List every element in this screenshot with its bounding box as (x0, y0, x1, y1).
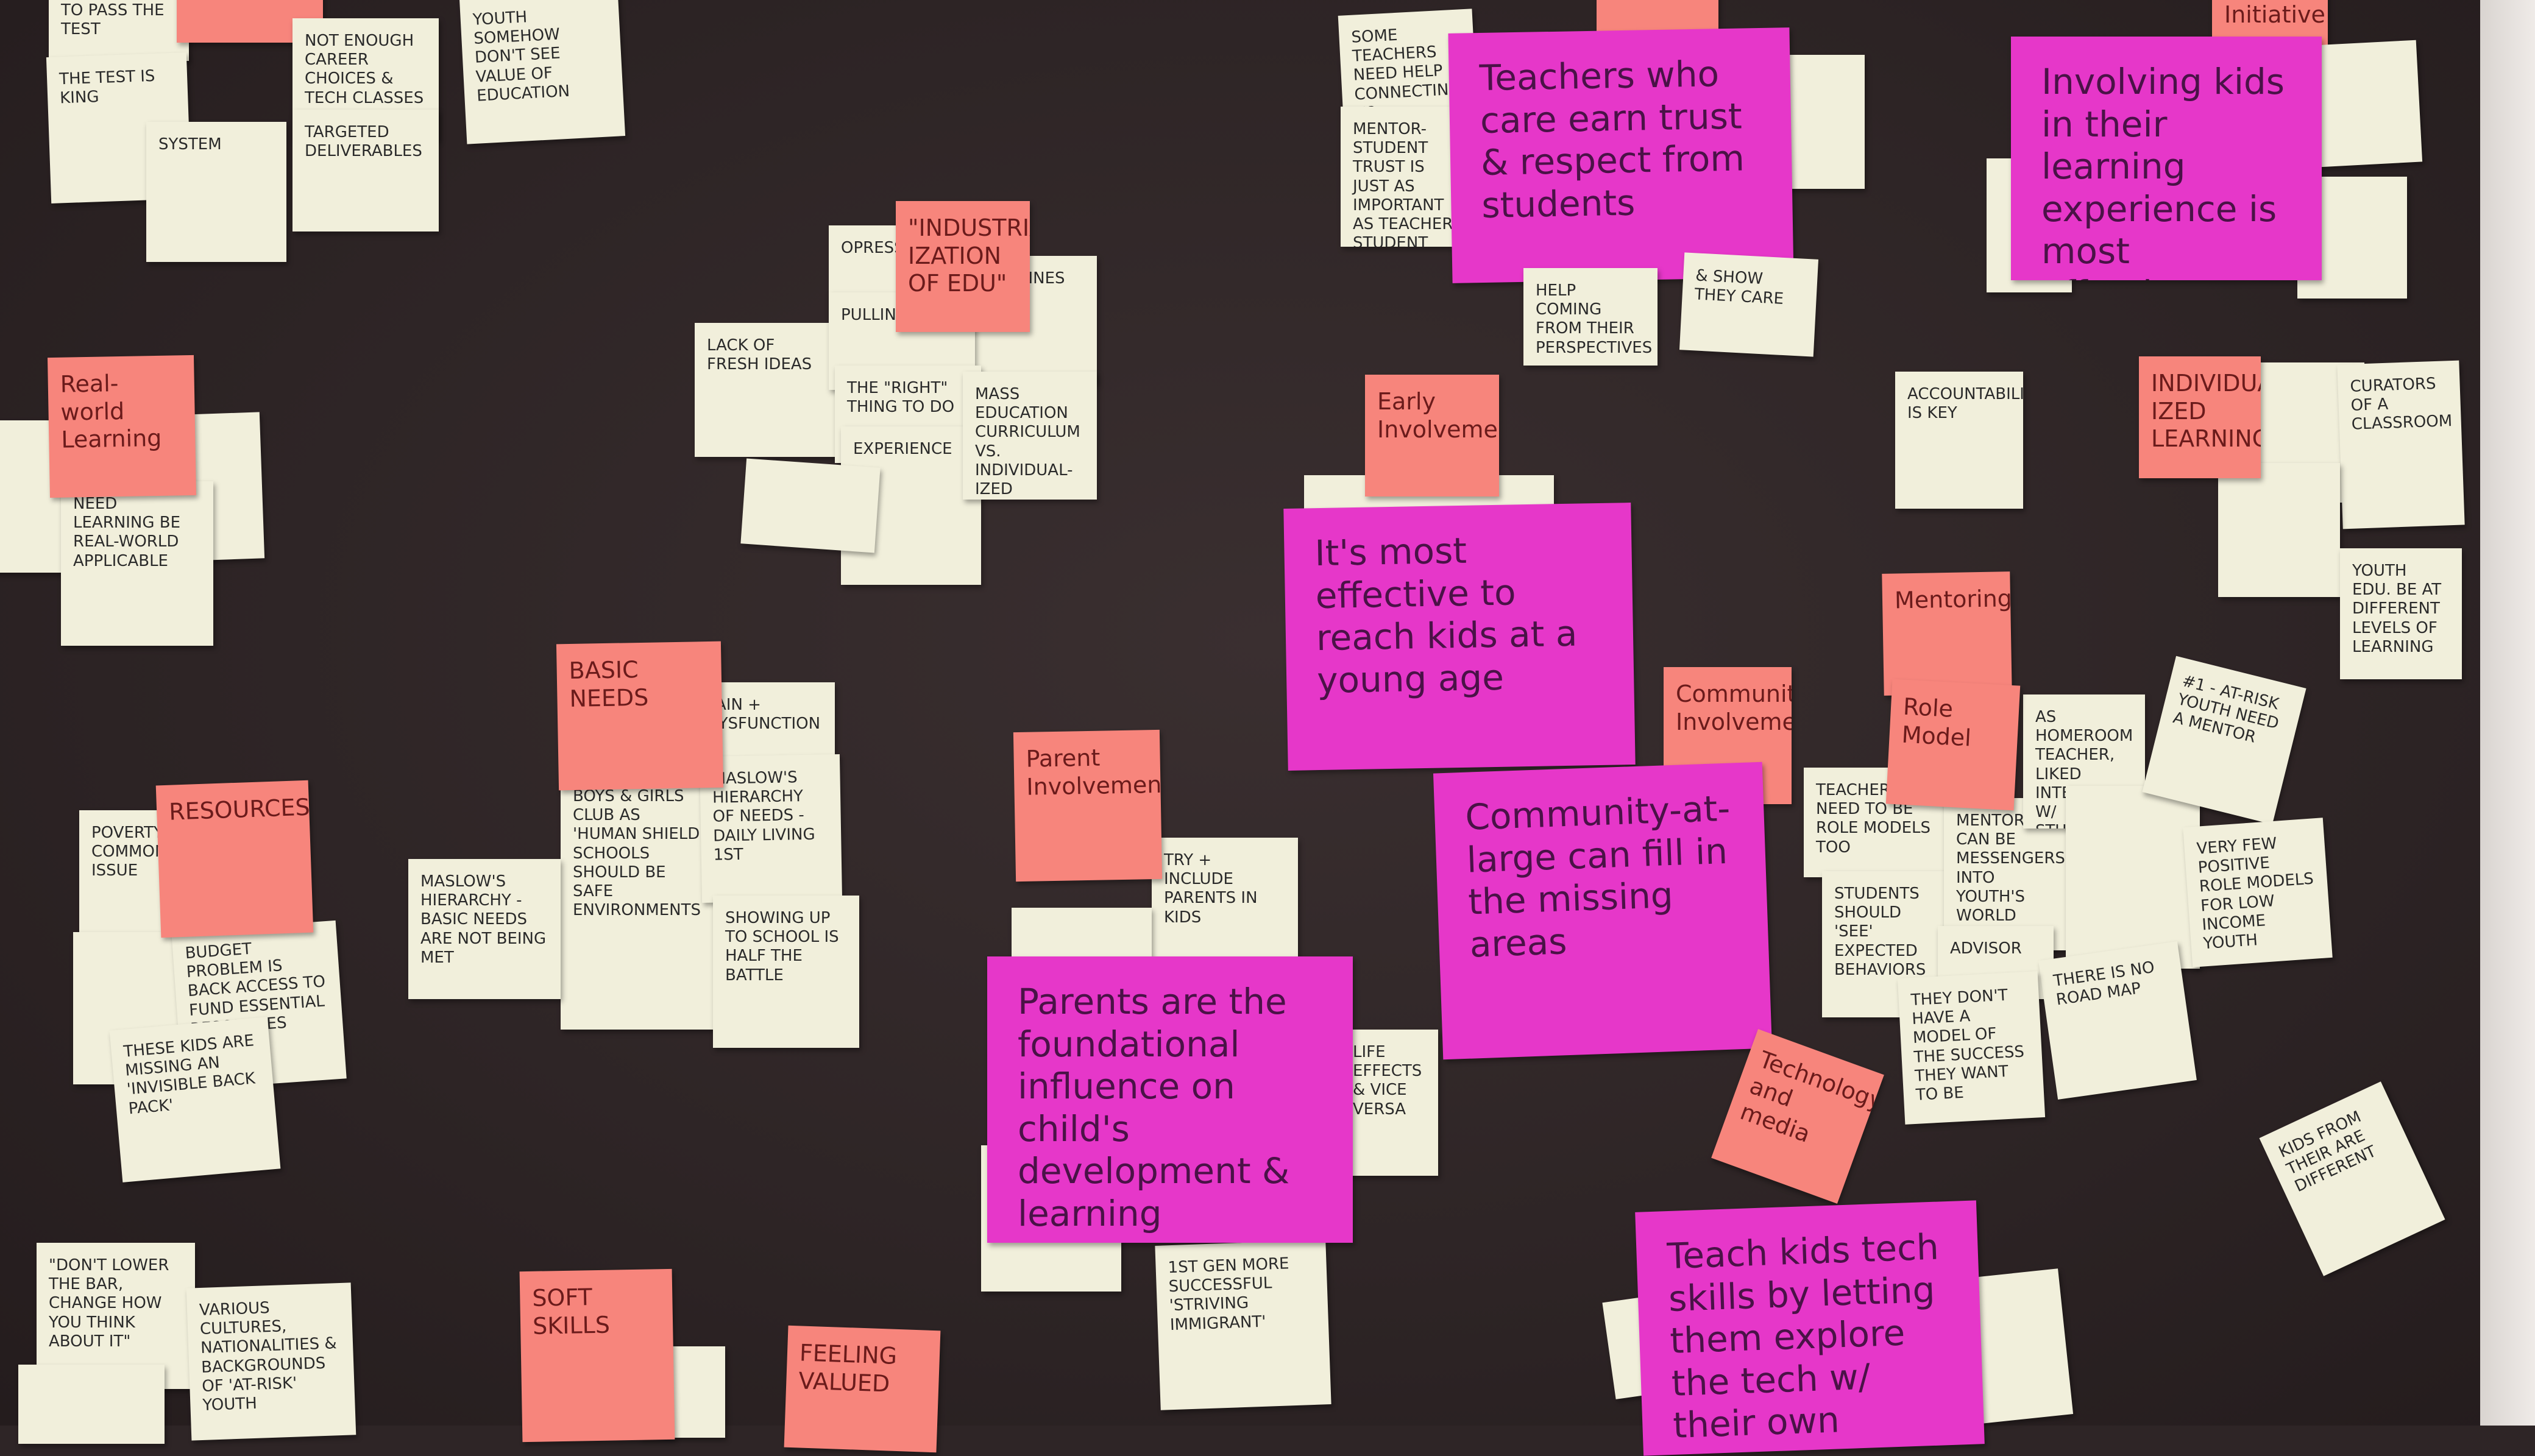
sticky-note-youth-different-levels: Youth edu. be at different levels of lea… (2340, 548, 2462, 679)
sticky-note-technology-media: Technology and media (1711, 1029, 1884, 1204)
sticky-note-kids-different: KIDS FROM THEIR ARE DIFFERENT (2259, 1081, 2445, 1276)
sticky-note-targeted-deliverables: TARGETED DELIVERABLES (292, 110, 439, 231)
sticky-note-various-cultures: VARIOUS CULTURES, NATIONALITIES & BACKGR… (186, 1282, 356, 1441)
sticky-note-soft-skills: SOFT SKILLS (519, 1268, 675, 1443)
sticky-note-real-world-learning: Real-world Learning (48, 355, 196, 498)
sticky-note-students-see-behaviors: Students should 'see' expected behaviors (1822, 871, 1956, 1017)
sticky-note-individualized-plans (2218, 463, 2340, 597)
sticky-note-role-model: Role Model (1885, 679, 2021, 811)
sticky-note-pay-attention (2312, 40, 2423, 168)
sticky-note-teach-kids-tech: Teach kids tech skills by letting them e… (1635, 1200, 1985, 1456)
sticky-note-system: SYSTEM (146, 122, 286, 262)
sticky-note-parents-foundational: Parents are the foundational influence o… (987, 956, 1353, 1243)
sticky-note-bottom-left-extra (18, 1365, 165, 1444)
sticky-note-lack-fresh-ideas: LACK OF FRESH IDEAS (695, 323, 841, 457)
sticky-note-and-show-they-care: & show they care (1679, 252, 1819, 357)
sticky-note-resources: RESOURCES (155, 780, 314, 938)
sticky-note-individualized-learning: INDIVIDUAL-IZED LEARNING (2139, 356, 2261, 478)
sticky-note-maslow-basic-needs: Maslow's hierarchy - basic needs are not… (408, 859, 561, 999)
sticky-note-help-perspectives: help coming from their perspectives (1523, 268, 1658, 366)
sticky-note-showing-up: SHOWING UP TO SCHOOL IS HALF THE BATTLE (713, 896, 859, 1048)
sticky-note-community-involvement: Community Involvement (1664, 667, 1792, 804)
sticky-note-invisible-backpack: These kids are missing an 'invisible bac… (109, 1017, 281, 1182)
sticky-note-to-pass-test: TO PASS THE TEST (49, 0, 189, 61)
sticky-note-curators-classroom: CURATORS OF A CLASSROOM (2337, 360, 2465, 529)
sticky-note-parent-involvement: Parent Involvement (1013, 729, 1163, 882)
sticky-note-mass-education: MASS EDUCATION CURRICULUM VS. INDIVIDUAL… (963, 372, 1097, 500)
sticky-note-early-involvement: Early Involvement (1365, 375, 1499, 497)
wall-edge (2480, 0, 2535, 1426)
sticky-note-youth-value-education: Youth somehow don't see value of educati… (459, 0, 626, 144)
sticky-note-no-road-map: There is no road map (2038, 941, 2197, 1100)
sticky-note-first-gen: 1st gen more successful 'striving immigr… (1155, 1240, 1331, 1410)
sticky-note-reach-kids-young: It's most effective to reach kids at a y… (1283, 503, 1636, 771)
sticky-note-career-choices: NOT ENOUGH CAREER CHOICES & TECH CLASSES (292, 18, 439, 140)
sticky-note-model-success: They don't have a model of the success t… (1897, 971, 2046, 1125)
sticky-note-piece-left (740, 458, 881, 553)
sticky-note-teachers-who-care: Teachers who care earn trust & respect f… (1448, 27, 1794, 283)
sticky-note-few-role-models: VERY FEW POSITIVE ROLE MODELS FOR LOW IN… (2183, 818, 2333, 967)
sticky-note-accountability: ACCOUNTABILITY IS KEY (1895, 372, 2023, 509)
sticky-note-good-role-models (2066, 786, 2200, 969)
sticky-note-industrialization: "INDUSTRIAL-IZATION OF EDU" (896, 201, 1030, 332)
sticky-note-boys-girls-club: BOYS & GIRLS CLUB AS 'HUMAN SHIELD' SCHO… (561, 774, 719, 1030)
sticky-note-real-world-applicable: NEED LEARNING BE REAL-WORLD APPLICABLE (61, 481, 213, 646)
sticky-note-mentoring: Mentoring (1882, 571, 2012, 696)
sticky-note-basic-needs: BASIC NEEDS (556, 641, 724, 791)
sticky-note-involving-kids: Involving kids in their learning experie… (2011, 37, 2322, 280)
sticky-note-feeling-valued: FEELING VALUED (784, 1325, 941, 1453)
sticky-note-life-effects: LIFE EFFECTS & VICE VERSA (1341, 1030, 1438, 1176)
sticky-note-community-at-large: Community-at-large can fill in the missi… (1433, 762, 1773, 1060)
